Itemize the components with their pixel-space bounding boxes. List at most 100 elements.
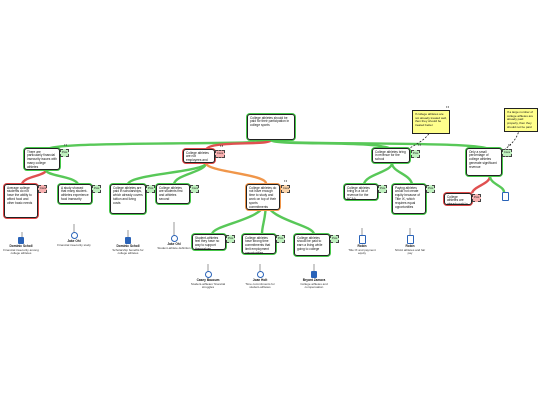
document-icon [18, 237, 24, 244]
edge-l1b-l2e [204, 162, 268, 185]
source-name-1: Dominic Scholl [9, 244, 33, 248]
pros-premise-text-2: College athletes are paid in scholarship… [113, 185, 143, 206]
source-desc-3: Scholarship benefits for college athlete… [112, 247, 144, 256]
cons-premise-text-4: College athletes are already paid in a f… [447, 194, 468, 205]
cons-tag-label-2: Cons [504, 151, 511, 154]
source-desc-10: College athletes and compensation [300, 281, 328, 290]
source-card-5[interactable]: Robin Title IX and payment equity [344, 235, 380, 256]
menu-dots-l1-2[interactable]: •• [220, 143, 224, 148]
source-desc-9: Time commitments for student-athletes [245, 281, 275, 290]
cons-tag-label-l2-1: Cons [40, 187, 47, 190]
pros-tag-l2-1: Pros [92, 185, 101, 193]
pros-premise-box-2[interactable]: College athletes are paid in scholarship… [110, 184, 146, 214]
cons-premise-box-4[interactable]: College athletes are already paid in a f… [444, 193, 472, 205]
source-name-9: Joan Holt [252, 278, 268, 282]
cons-premise-text-1: Average college students do not have the… [7, 185, 33, 206]
source-name-10: Bryant Zamora [302, 278, 326, 282]
pros-tag-label-l3-2: Pros [278, 237, 284, 240]
pros-tag-label-1: Pros [62, 151, 68, 154]
pros-sub-text-1: Student-athletes feel they have no way t… [195, 235, 220, 250]
source-card-7[interactable] [490, 192, 520, 202]
pros-sub-text-3: College athletes should be paid to earn … [297, 235, 323, 252]
document-icon [125, 237, 131, 244]
cons-premise-text-3: College athletes do not have enough time… [249, 185, 277, 210]
root-claim-box[interactable]: College athletes should be paid for thei… [247, 114, 295, 140]
pros-tag-l2-3: Pros [378, 185, 387, 193]
cons-tag-1: Cons [215, 150, 225, 158]
cons-premise-box-1[interactable]: Average college students do not have the… [4, 184, 38, 218]
pros-claim-text-2: College athletes bring in revenue for th… [375, 149, 406, 162]
pros-tag-l3-3: Pros [330, 235, 339, 243]
edge-l1d-src [488, 175, 506, 193]
pros-claim-text-1: There are particularly financial insecur… [27, 149, 57, 170]
note-menu-dots-1[interactable]: •• [446, 104, 450, 109]
pros-premise-box-1[interactable]: A study showed that many student-athlete… [58, 184, 92, 204]
pros-sub-box-2[interactable]: College athletes have strong time commit… [242, 234, 276, 254]
menu-dots-l1-3[interactable]: •• [418, 142, 422, 147]
cons-tag-label-l2-4: Pros [474, 196, 480, 199]
menu-dots-l2-5[interactable]: •• [284, 178, 288, 183]
source-name-8: Casey Baucum [196, 278, 220, 282]
pros-claim-box-1[interactable]: There are particularly financial insecur… [24, 148, 60, 170]
note-text-1: If college athletes are not already trea… [415, 112, 447, 128]
person-icon [170, 235, 178, 242]
pros-tag-label-l2-3: Pros [380, 187, 386, 190]
source-desc-5: Title IX and payment equity [348, 247, 376, 256]
source-name-6: Robin [405, 244, 415, 248]
pros-tag-1: Pros [60, 149, 69, 157]
menu-dots-l1-4[interactable]: •• [508, 142, 512, 147]
person-icon [256, 271, 264, 278]
source-card-6[interactable]: Robin NCAA athletes and fair pay [392, 235, 428, 256]
source-name-5: Robin [357, 244, 367, 248]
note-box-2[interactable]: If a large number of college athletes ar… [504, 108, 538, 132]
source-desc-2: Financial insecurity study [57, 242, 91, 247]
pros-sub-box-1[interactable]: Student-athletes feel they have no way t… [192, 234, 226, 250]
cons-premise-box-3[interactable]: College athletes do not have enough time… [246, 184, 280, 210]
source-desc-6: NCAA athletes and fair pay [394, 247, 426, 256]
source-card-4[interactable]: Jake Ohl Student-athlete definition [156, 235, 192, 250]
edge-l1b-l2d [172, 162, 208, 185]
source-card-9[interactable]: Joan Holt Time commitments for student-a… [242, 271, 278, 290]
cons-tag-label-l2-2: Cons [192, 187, 199, 190]
pros-claim-box-2[interactable]: College athletes bring in revenue for th… [372, 148, 410, 163]
pros-tag-l2-2: Pros [146, 185, 155, 193]
note-box-1[interactable]: If college athletes are not already trea… [412, 110, 450, 134]
source-card-3[interactable]: Dominic Scholl Scholarship benefits for … [108, 237, 148, 256]
cons-premise-box-2[interactable]: College athletes are students first and … [156, 184, 190, 204]
document-icon [501, 192, 509, 201]
pros-premise-text-3: College athletes bring in a lot of reven… [347, 185, 370, 200]
pros-tag-label-l2-4: Pros [428, 187, 434, 190]
pros-premise-box-4[interactable]: Paying athletes would not create equity … [392, 184, 426, 214]
menu-dots-l1-1[interactable]: •• [64, 142, 68, 147]
source-card-8[interactable]: Casey Baucum Student-athletes' financial… [190, 271, 226, 290]
cons-claim-text-2: Only a small percentage of college athle… [469, 149, 497, 170]
document-icon [311, 271, 317, 278]
document-icon [406, 235, 414, 244]
cons-claim-box-2[interactable]: Only a small percentage of college athle… [466, 148, 502, 176]
cons-tag-l2-3: Cons [281, 185, 290, 193]
edge-root-to-cons-1 [204, 138, 273, 151]
cons-tag-l2-1: Cons [38, 185, 47, 193]
pros-sub-box-3[interactable]: College athletes should be paid to earn … [294, 234, 330, 256]
pros-premise-box-3[interactable]: College athletes bring in a lot of reven… [344, 184, 378, 200]
cons-tag-l2-4: Pros [472, 194, 481, 202]
document-icon [358, 235, 366, 244]
source-desc-8: Student-athletes' financial struggles [190, 281, 226, 290]
pros-tag-l3-1: Pros [226, 235, 235, 243]
edge-l1a-l2b [44, 169, 80, 185]
cons-tag-label-l2-3: Cons [283, 187, 290, 190]
cons-premise-text-2: College athletes are students first and … [159, 185, 183, 202]
cons-claim-box-1[interactable]: College athletes are not employees and s… [183, 149, 215, 163]
pros-tag-label-l2-2: Pros [148, 187, 154, 190]
person-icon [204, 271, 212, 278]
source-card-2[interactable]: Jake Ohl Financial insecurity study [56, 232, 92, 247]
source-card-10[interactable]: Bryant Zamora College athletes and compe… [294, 271, 334, 290]
pros-premise-text-1: A study showed that many student-athlete… [61, 185, 89, 202]
edge-root-to-cons-2 [269, 138, 492, 152]
pros-sub-text-2: College athletes have strong time commit… [245, 235, 271, 254]
source-name-4: Jake Ohl [167, 242, 181, 246]
cons-tag-label-1: Cons [217, 152, 224, 155]
source-card-1[interactable]: Dominic Scholl Financial insecurity amon… [2, 237, 40, 256]
